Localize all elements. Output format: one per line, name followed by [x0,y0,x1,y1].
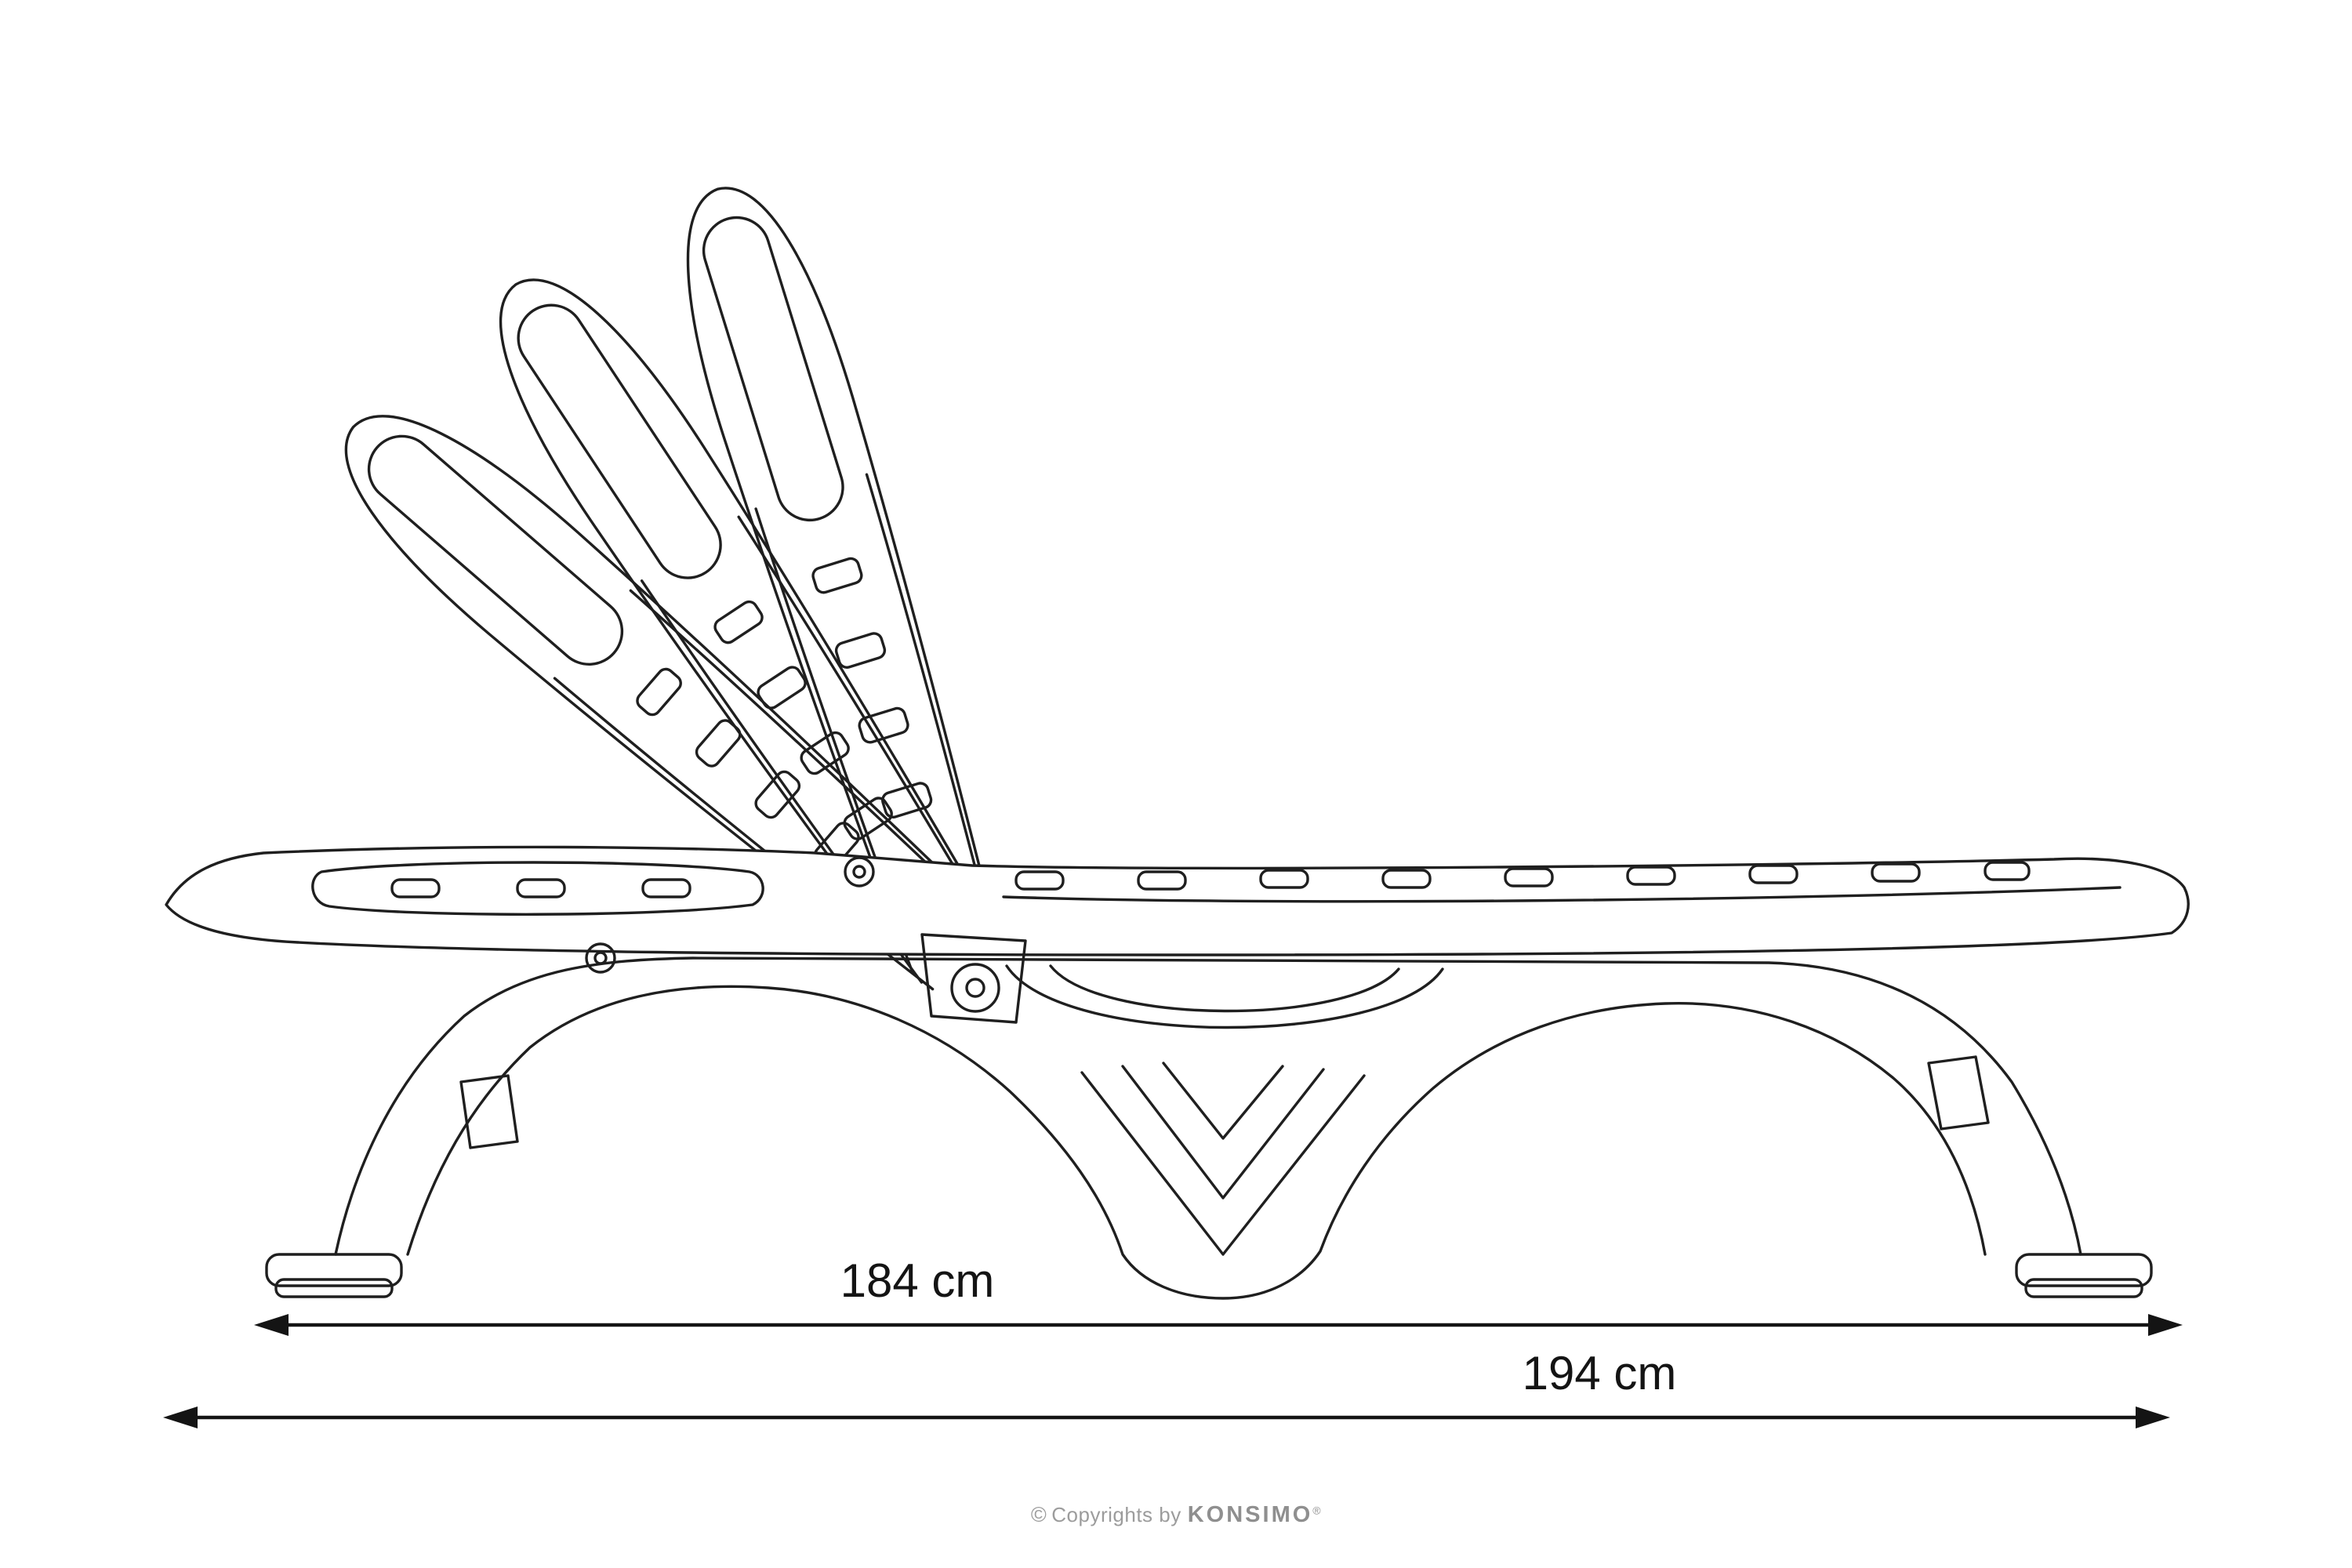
dimension-overall-arrow-left [163,1406,198,1428]
dimension-inner-label: 184 cm [840,1254,995,1307]
registered-trademark-icon: ® [1312,1504,1322,1517]
base-frame [334,956,2082,1300]
dimension-inner-arrow-left [254,1314,289,1336]
seat-deck [165,845,2190,956]
dimension-inner-length: 184 cm [254,1254,2183,1336]
brand-logo: Konsimo [1187,1502,1313,1527]
right-foot [2015,1253,2153,1298]
copyright-icon: © [1030,1503,1047,1526]
backrest-hinge [585,856,1027,1024]
dimension-overall-arrow-right [2136,1406,2170,1428]
lounger-drawing [165,168,2190,1300]
dimension-overall-label: 194 cm [1523,1347,1677,1399]
copyright-text: Copyrights by [1051,1503,1181,1526]
left-foot [265,1253,403,1298]
dimension-inner-arrow-right [2148,1314,2183,1336]
copyright-line: ©Copyrights by Konsimo® [0,1502,2352,1528]
dimension-overall-length: 194 cm [163,1347,2170,1428]
